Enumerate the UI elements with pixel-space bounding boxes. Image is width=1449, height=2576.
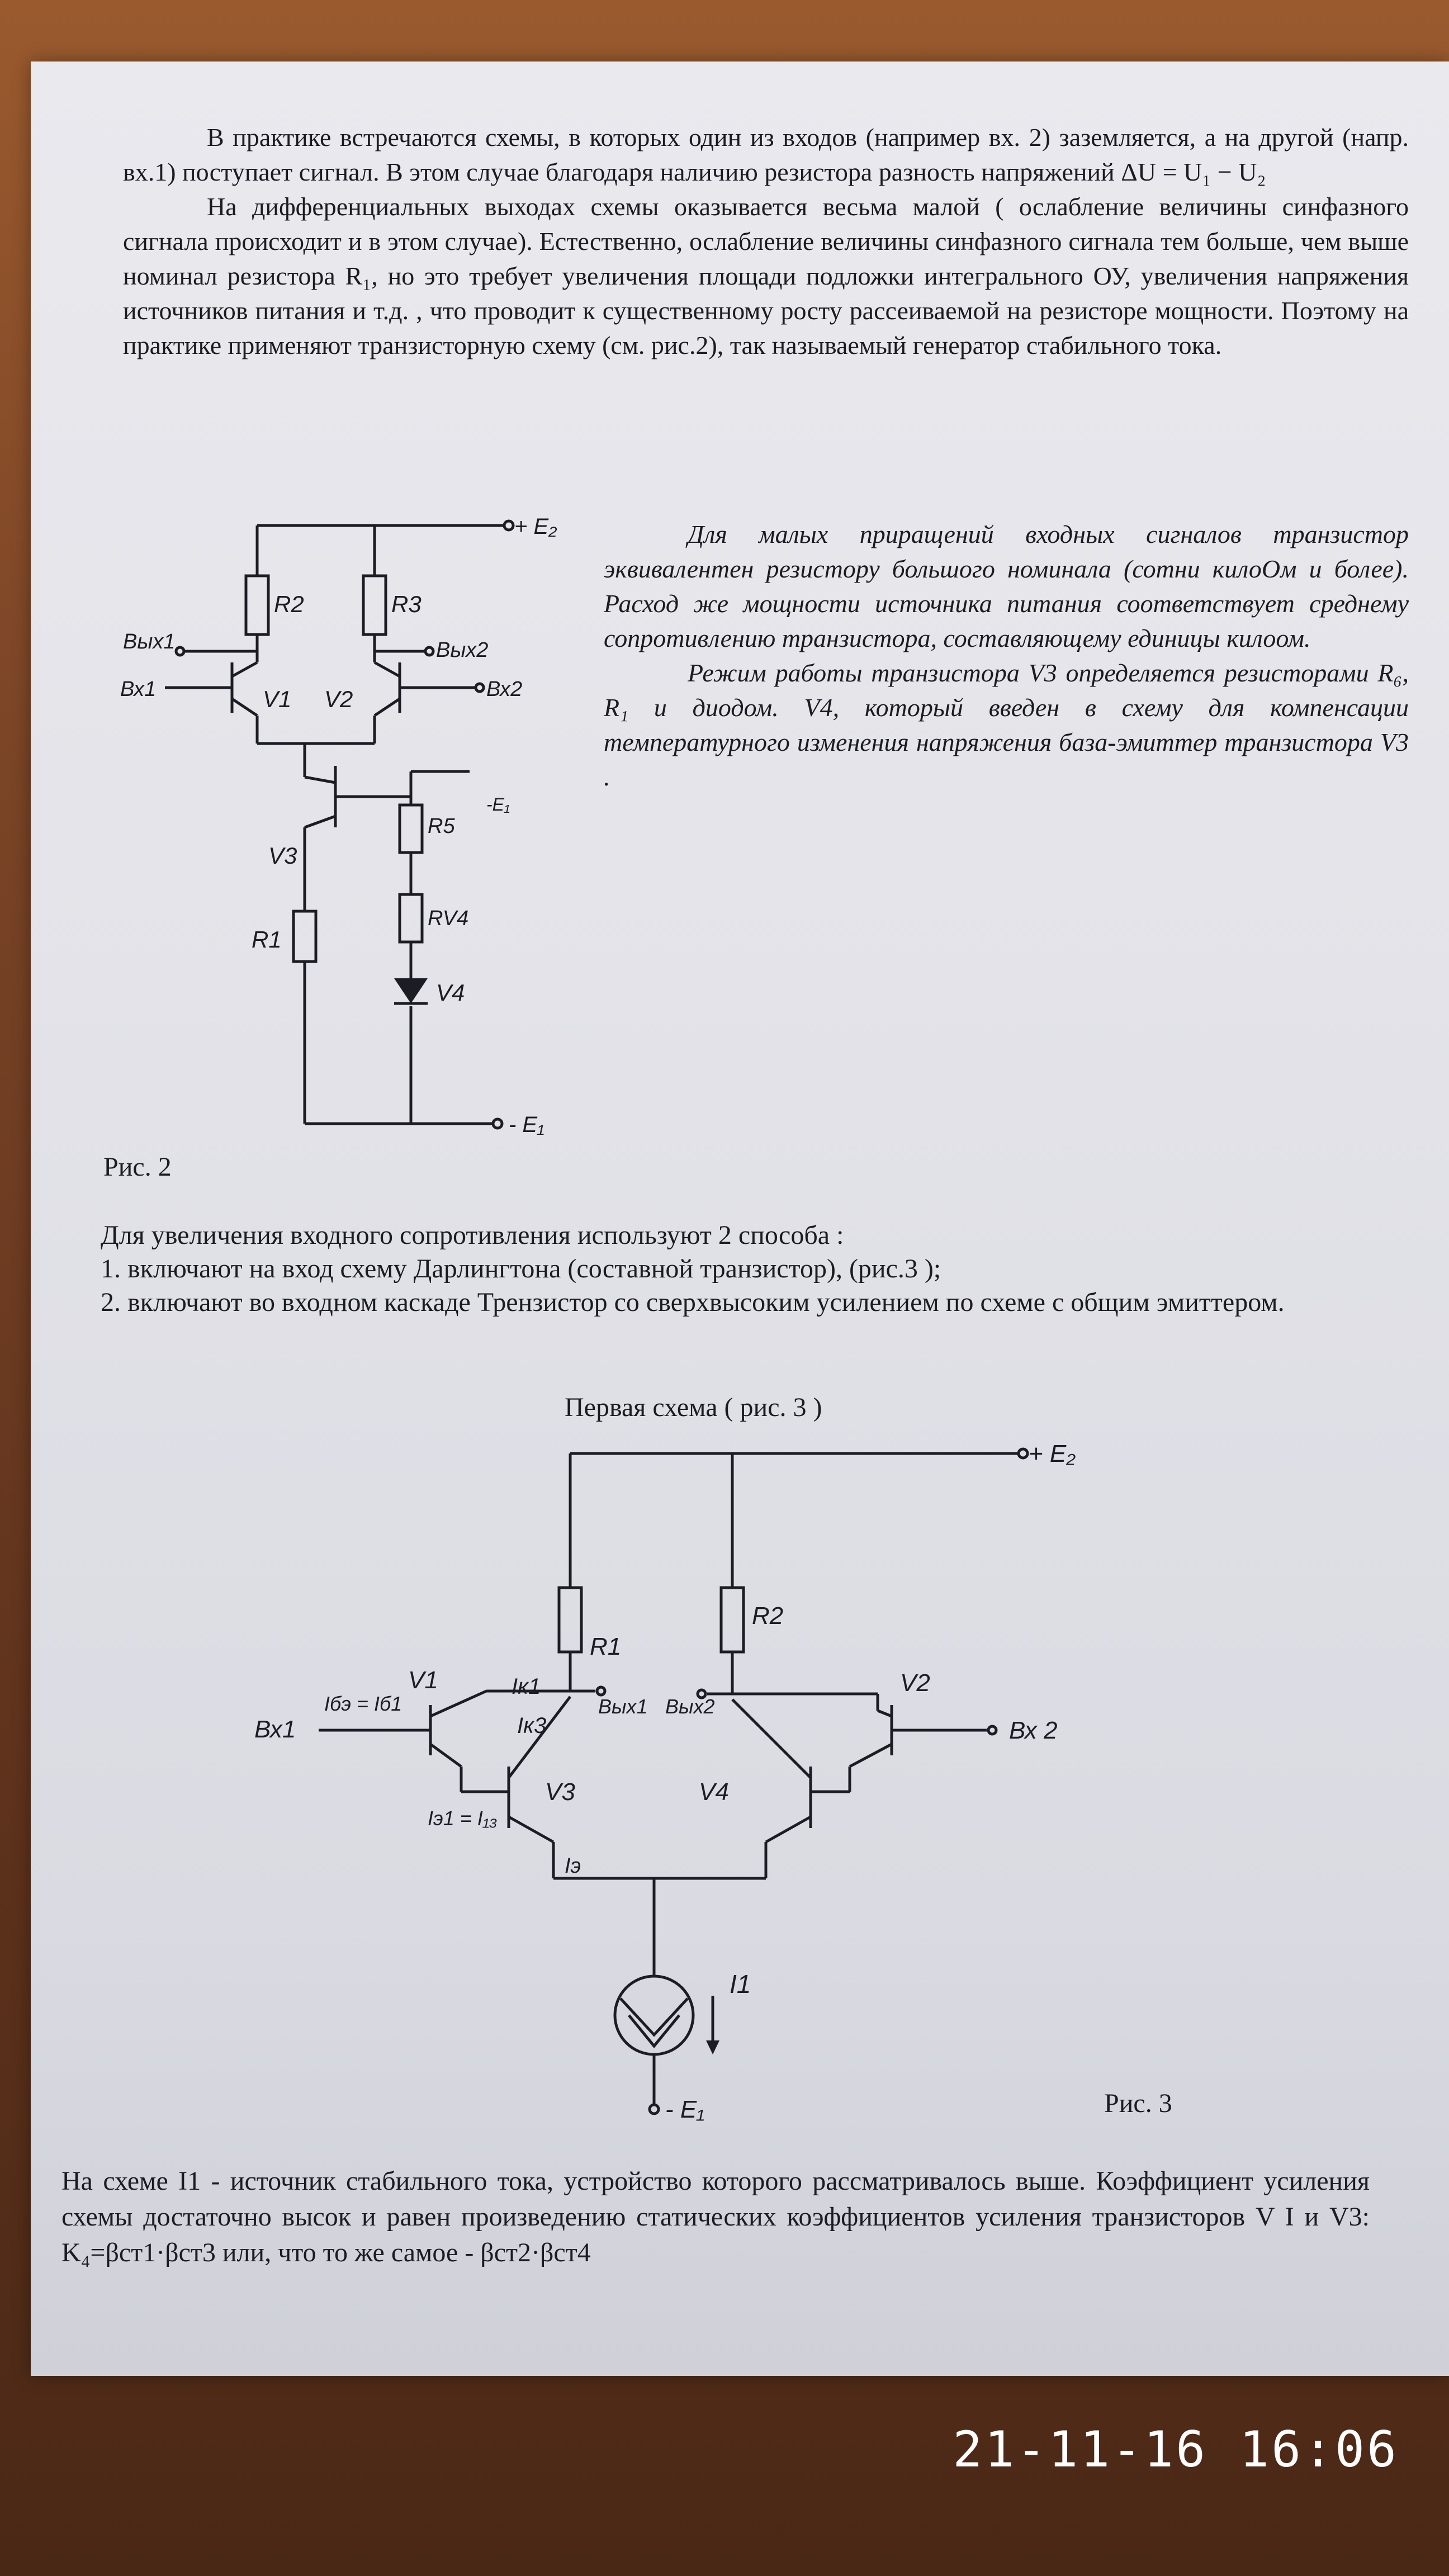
paragraph-4-text: Режим работы транзистора V3 определяется… [604,659,1409,791]
label-v2-fig3: V2 [900,1669,930,1697]
label-ik3: Iк3 [517,1713,546,1738]
label-r2-fig3: R2 [752,1602,783,1630]
label-ik1: Iк1 [512,1674,541,1699]
label-r1-fig3: R1 [590,1633,621,1660]
paragraph-1-text: В практике встречаются схемы, в которых … [123,123,1409,186]
photo-timestamp: 21-11-16 16:06 [953,2421,1399,2478]
paragraph-5-text: На схеме I1 - источник стабильного тока,… [61,2166,1370,2267]
label-supply-top-fig3: + E₂ [1029,1440,1076,1467]
label-ibe: Iбэ = Iб1 [324,1692,402,1715]
figure-3-caption: Рис. 3 [1104,2089,1172,2118]
label-v3: V3 [268,842,297,869]
figure-3-title: Первая схема ( рис. 3 ) [565,1393,822,1422]
list-item-2: 2. включают во входном каскаде Трензисто… [101,1287,1285,1317]
label-r2: R2 [274,591,304,617]
label-r5: R5 [428,815,455,838]
paragraph-3-text: Для малых приращений входных сигналов тр… [604,520,1409,652]
label-in2: Вх2 [486,678,522,701]
label-v4: V4 [436,979,465,1006]
label-supply-bottom: - E₁ [509,1112,544,1137]
label-out1-fig3: Вых1 [598,1695,648,1718]
label-out1: Вых1 [123,630,175,654]
label-v1: V1 [263,686,291,712]
label-v4-fig3: V4 [699,1778,729,1806]
label-rv4: RV4 [428,907,468,930]
label-supply-bottom-fig3: - E₁ [665,2096,704,2123]
paragraph-current-source: Для малых приращений входных сигналов тр… [604,517,1409,794]
label-in1: Вх1 [120,678,156,701]
document-page [31,61,1449,2376]
paragraph-differential-input: В практике встречаются схемы, в которых … [123,120,1409,363]
label-i1: I1 [730,1969,751,1999]
list-intro: Для увеличения входного сопротивления ис… [101,1220,844,1250]
label-v3-fig3: V3 [545,1778,575,1806]
paragraph-gain: На схеме I1 - источник стабильного тока,… [61,2163,1370,2271]
label-in1-fig3: Вх1 [254,1716,296,1743]
label-supply-top: + E₂ [514,514,557,539]
label-v2: V2 [324,686,353,712]
label-r3: R3 [391,591,422,617]
figure-3-schematic: Iк1 Iк3 Вх1 Iбэ = Iб1 V1 R1 R2 + E₂ Вых1… [254,1440,1076,2123]
list-item-1: 1. включают на вход схему Дарлингтона (с… [101,1254,941,1284]
figure-2-caption: Рис. 2 [103,1152,172,1182]
label-r1: R1 [252,926,282,953]
label-out2-fig3: Вых2 [665,1695,715,1718]
label-ie: Iэ [565,1854,581,1878]
figure-2-schematic: R2 R3 + E₂ Вых1 Вых2 Вх1 Вх2 V1 V2 V3 R5… [120,514,557,1137]
label-v1-fig3: V1 [408,1666,438,1694]
label-out2: Вых2 [436,638,488,662]
label-ie1: Iэ1 = I₁₃ [428,1807,497,1830]
label-in2-fig3: Вх 2 [1009,1717,1058,1744]
label-supply-note: -E₁ [486,794,510,815]
input-resistance-methods: Для увеличения входного сопротивления ис… [101,1219,1392,1319]
paragraph-2-text: На дифференциальных выходах схемы оказыв… [123,192,1409,359]
